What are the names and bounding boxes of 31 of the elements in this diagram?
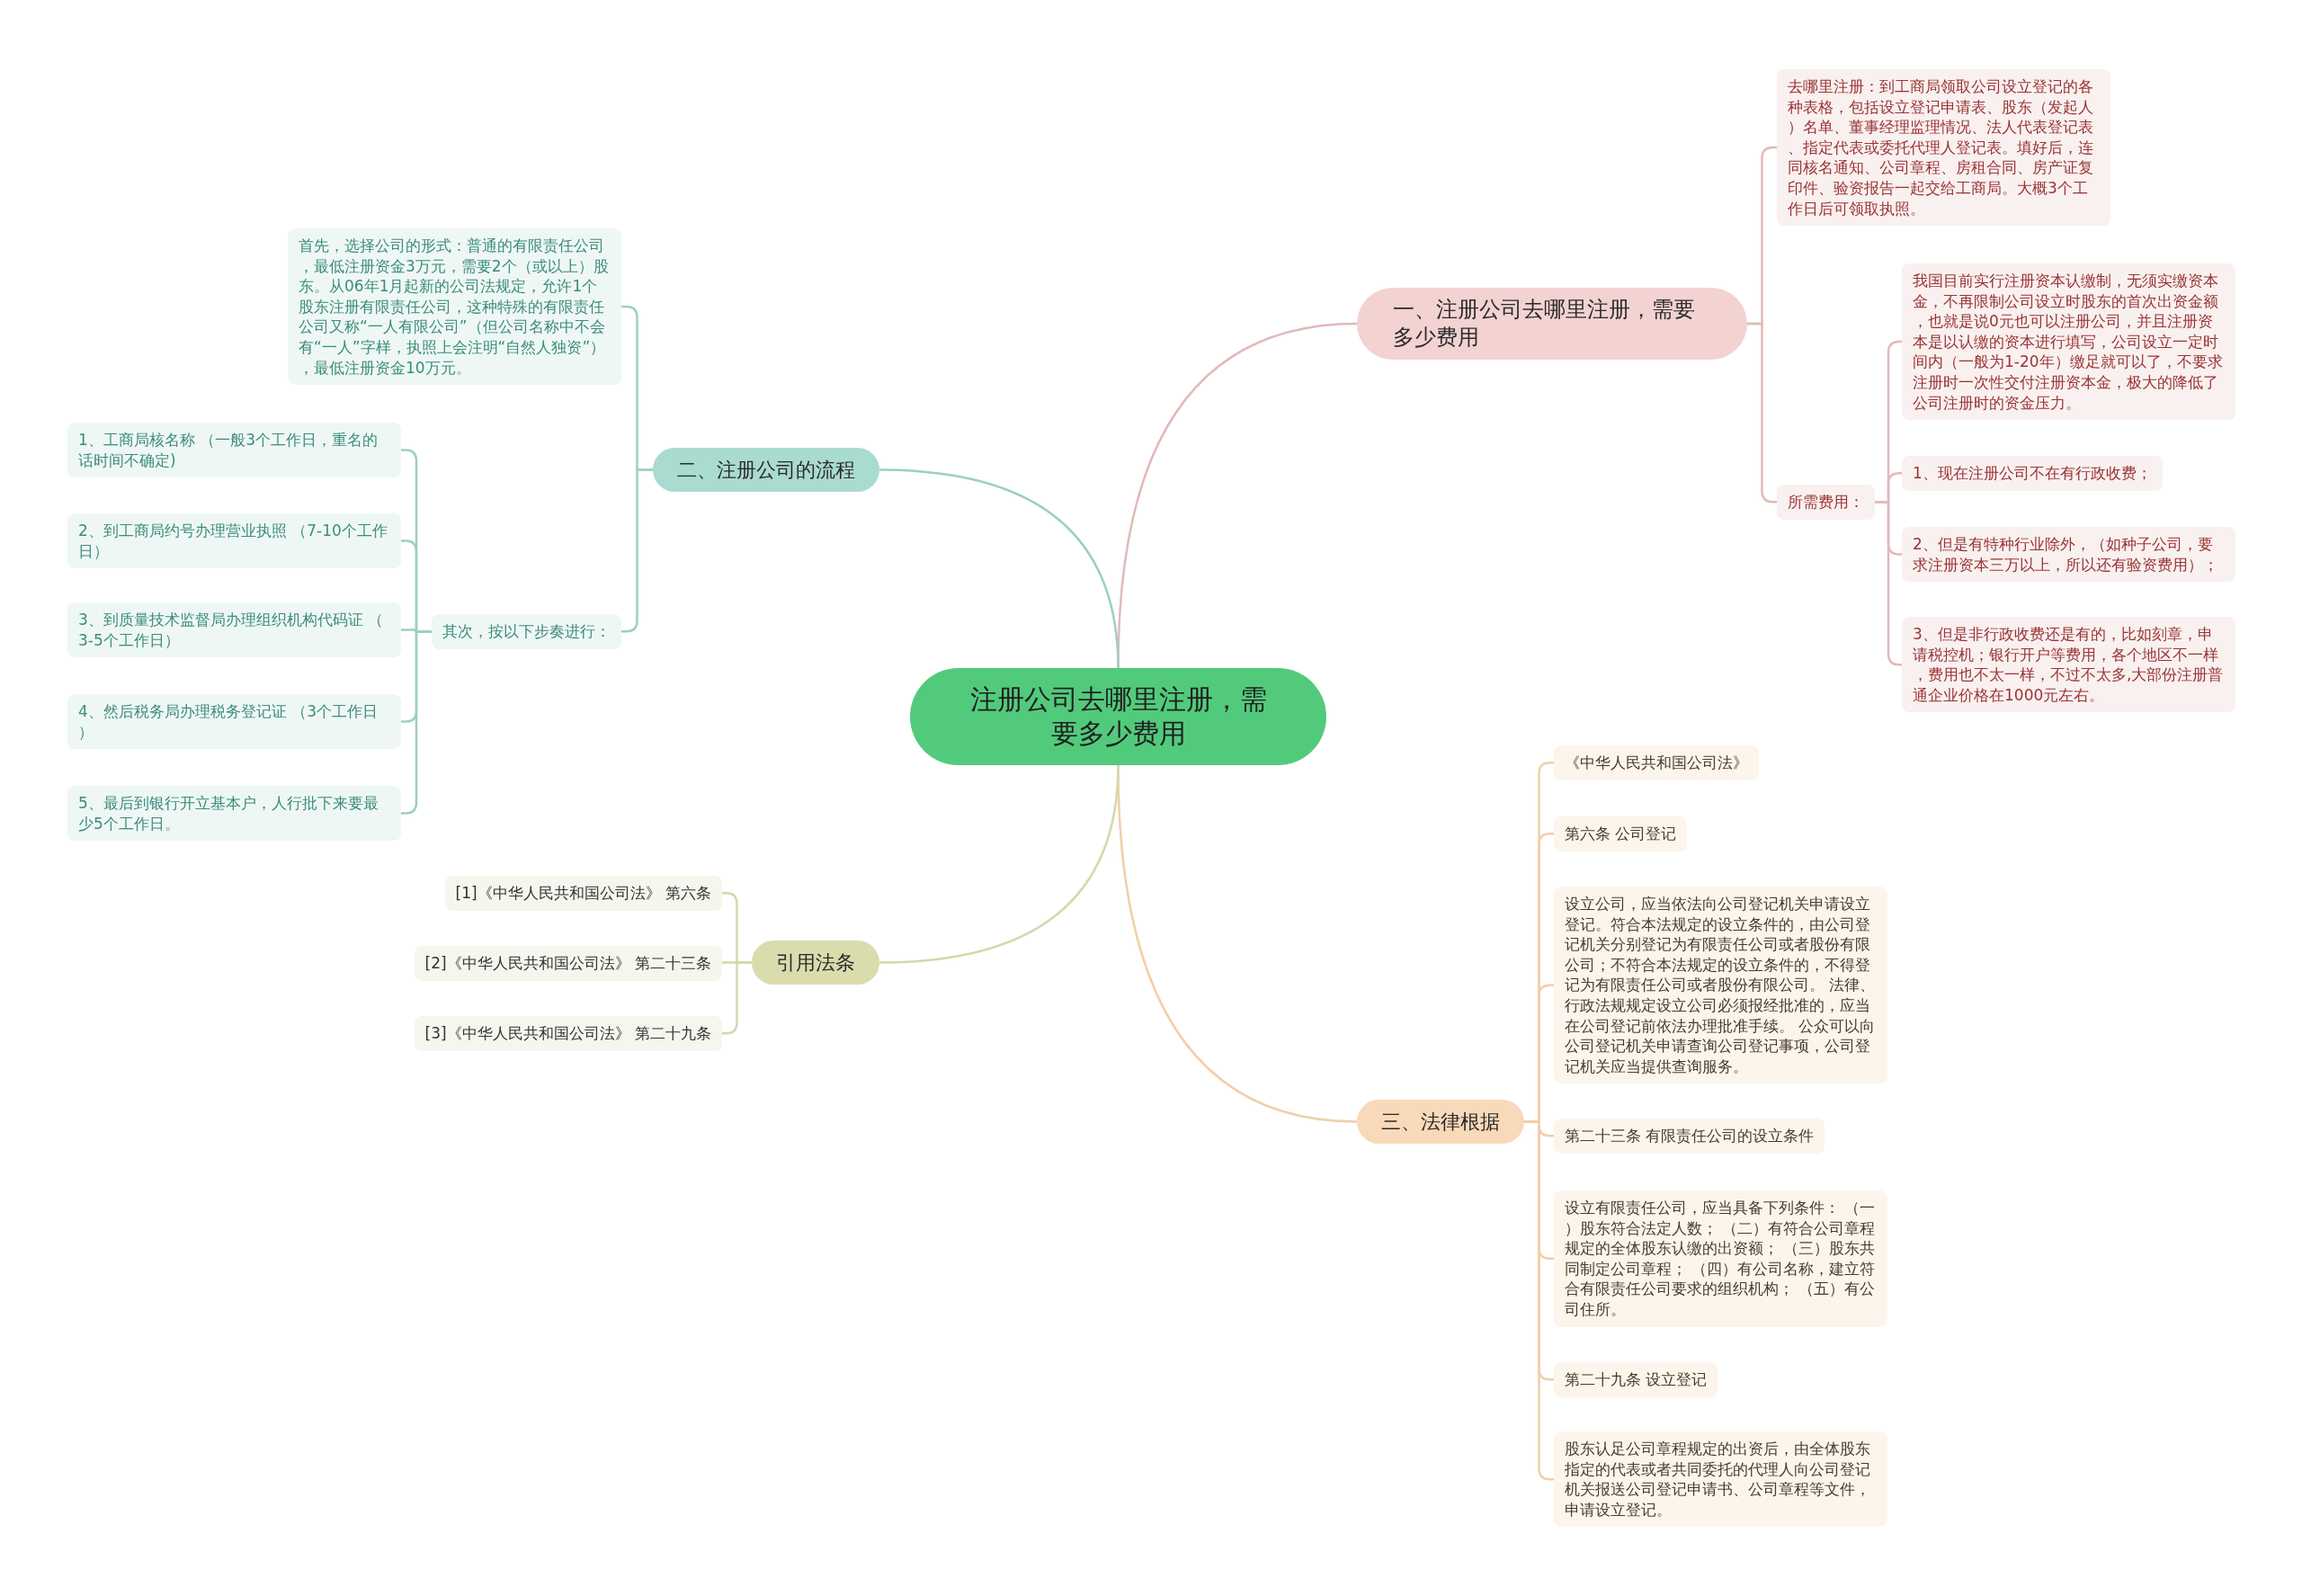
connector-line	[1875, 501, 1902, 666]
subtopic-card: 2、但是有特种行业除外，（如种子公司，要求注册资本三万以上，所以还有验资费用）；	[1902, 527, 2235, 583]
connector-line	[879, 468, 1120, 669]
branch-topic: 一、注册公司去哪里注册，需要多少费用	[1357, 288, 1747, 360]
subtopic-card: 股东认足公司章程规定的出资后，由全体股东指定的代表或者共同委托的代理人向公司登记机关报送公司登记申请书、公司章程等文件，申请设立登记。	[1554, 1431, 1887, 1528]
subtopic-card: 第二十九条 设立登记	[1554, 1362, 1718, 1397]
subtopic-card: 5、最后到银行开立基本户，人行批下来要最少5个工作日。	[67, 786, 401, 842]
subtopic-card: [2]《中华人民共和国公司法》 第二十三条	[414, 946, 722, 981]
subtopic-card: 设立公司，应当依法向公司登记机关申请设立登记。符合本法规定的设立条件的，由公司登记机关分别登记为有限责任公司或者股份有限公司；不符合本法规定的设立条件的，不得登记为有限责任公司或者股份有限公司。 法律、行政法规规定设立公司必须报经批准的，应当在公司登记前依法办理批准手续。 公众可以向公司登记机关申请查询公司登记事项，公司登记机关应当提供查询服务。	[1554, 887, 1887, 1084]
subtopic-card: 4、然后税务局办理税务登记证 （3个工作日）	[67, 694, 401, 750]
subtopic-card: 第二十三条 有限责任公司的设立条件	[1554, 1119, 1825, 1154]
subtopic-card: 3、到质量技术监督局办理组织机构代码证 （3-5个工作日）	[67, 602, 401, 658]
subtopic-card: 《中华人民共和国公司法》	[1554, 745, 1759, 780]
subtopic-card: 第六条 公司登记	[1554, 816, 1688, 851]
subtopic-card: 所需费用：	[1777, 485, 1875, 520]
subtopic-card: 设立有限责任公司，应当具备下列条件： （一）股东符合法定人数； （二）有符合公司章程规定的全体股东认缴的出资额； （三）股东共同制定公司章程； （四）有公司名称，建立符合有限责任公司要求的组织机构； （五）有公司住所。	[1554, 1190, 1887, 1327]
subtopic-card: [1]《中华人民共和国公司法》 第六条	[444, 876, 722, 911]
subtopic-card: 首先，选择公司的形式：普通的有限责任公司，最低注册资金3万元，需要2个（或以上）股东。从06年1月起新的公司法规定，允许1个股东注册有限责任公司，这种特殊的有限责任公司又称“一人有限公司”（但公司名称中不会有“一人”字样，执照上会注明“自然人独资”），最低注册资金10万元。	[288, 228, 621, 386]
branch-topic: 二、注册公司的流程	[653, 448, 879, 492]
central-topic: 注册公司去哪里注册，需要多少费用	[910, 668, 1326, 765]
subtopic-card: 我国目前实行注册资本认缴制，无须实缴资本金，不再限制公司设立时股东的首次出资金额，也就是说0元也可以注册公司，并且注册资本是以认缴的资本进行填写，公司设立一定时间内（一般为1-20年）缴足就可以了，不要求注册时一次性交付注册资本金，极大的降低了公司注册时的资金压力。	[1902, 263, 2235, 421]
subtopic-card: 去哪里注册：到工商局领取公司设立登记的各种表格，包括设立登记申请表、股东（发起人）名单、董事经理监理情况、法人代表登记表、指定代表或委托代理人登记表。填好后，连同核名通知、公司章程、房租合同、房产证复印件、验资报告一起交给工商局。大概3个工作日后可领取执照。	[1777, 69, 2110, 227]
subtopic-card: 2、到工商局约号办理营业执照 （7-10个工作日）	[67, 513, 401, 569]
subtopic-card: 1、现在注册公司不在有行政收费；	[1902, 456, 2163, 491]
branch-topic: 三、法律根据	[1357, 1100, 1524, 1144]
branch-topic: 引用法条	[752, 941, 879, 985]
subtopic-card: 3、但是非行政收费还是有的，比如刻章，申请税控机；银行开户等费用，各个地区不一样，费用也不太一样，不过不太多,大部份注册普通企业价格在1000元左右。	[1902, 617, 2235, 713]
subtopic-card: [3]《中华人民共和国公司法》 第二十九条	[414, 1016, 722, 1051]
subtopic-card: 其次，按以下步奏进行：	[432, 614, 621, 649]
subtopic-card: 1、工商局核名称 （一般3个工作日，重名的话时间不确定)	[67, 423, 401, 478]
connector-line	[879, 764, 1120, 964]
